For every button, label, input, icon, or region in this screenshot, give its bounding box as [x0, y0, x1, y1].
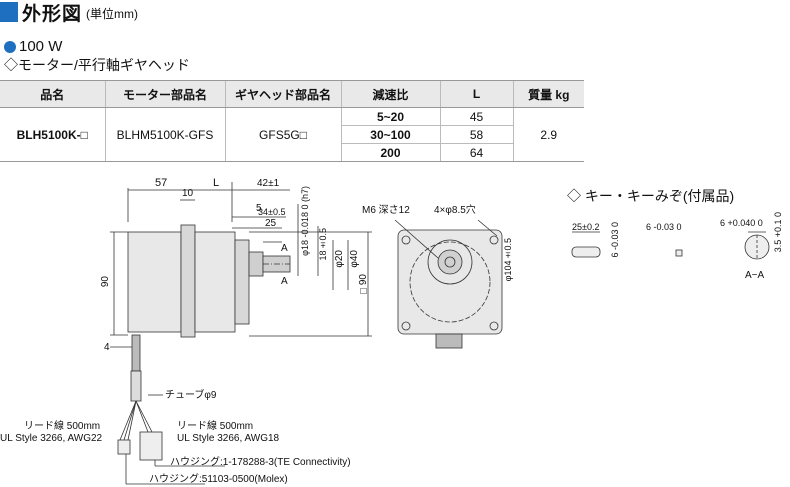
dim-label: 10 — [182, 188, 194, 199]
ratio-cell: 5~20 — [340, 107, 440, 126]
unit-note: (単位mm) — [86, 7, 139, 21]
type-subtitle: ◇モーター/平行軸ギヤヘッド — [4, 57, 190, 73]
dim-label: 18±0.5 — [318, 228, 328, 261]
power-heading: 100 W — [4, 38, 62, 55]
key-dim: 6 -0.03 0 — [646, 222, 682, 232]
l-cell: 64 — [439, 143, 513, 162]
dim-label: 57 — [155, 177, 168, 189]
section-mark: A — [281, 243, 288, 254]
power-label: 100 W — [19, 38, 63, 55]
table-header-row: 品名 モーター部品名 ギヤヘッド部品名 減速比 L 質量 kg — [0, 80, 584, 108]
dim-label: 34±0.5 — [258, 207, 286, 217]
dim-label: φ20 — [334, 250, 345, 268]
key-dim: 6 +0.040 0 — [720, 218, 763, 228]
dim-label: φ18 -0.018 0 (h7) — [300, 186, 310, 256]
tube-label: チューブφ9 — [165, 390, 217, 401]
spec-table: 品名 モーター部品名 ギヤヘッド部品名 減速比 L 質量 kg BLH5100K… — [0, 80, 584, 162]
l-cell: 45 — [439, 107, 513, 126]
table-header: 減速比 — [340, 80, 440, 108]
m6-label: M6 深さ12 — [362, 205, 410, 216]
dim-label: L — [213, 177, 220, 189]
phi104-label: φ104±0.5 — [503, 238, 513, 282]
housing-label-1: ハウジング:1-178288-3(TE Connectivity) — [170, 457, 351, 468]
dim-label: φ40 — [349, 250, 360, 268]
table-row: 200 64 — [0, 143, 584, 162]
housing-label-2: ハウジング:51103-0500(Molex) — [149, 474, 288, 485]
holes-label: 4×φ8.5穴 — [434, 205, 476, 216]
gearhead-part: GFS5G□ — [224, 107, 341, 162]
motor-part: BLHM5100K-GFS — [104, 107, 225, 162]
table-header: ギヤヘッド部品名 — [224, 80, 341, 108]
dim-label: 42±1 — [257, 178, 280, 189]
product-name: BLH5100K-□ — [0, 107, 105, 162]
dim-label: □90 — [358, 274, 369, 297]
dim-label: 25 — [265, 218, 277, 229]
table-row: BLH5100K-□ BLHM5100K-GFS GFS5G□ 5~20 45 … — [0, 107, 584, 162]
ratio-cell: 30~100 — [340, 125, 440, 144]
page-header: 外形図 (単位mm) — [0, 0, 139, 25]
table-header: モーター部品名 — [104, 80, 225, 108]
dim-label: 4 — [104, 342, 110, 353]
key-dim: 3.5 +0.1 0 — [773, 212, 783, 253]
table-header: 質量 kg — [512, 80, 584, 108]
key-dim: 6 -0.03 0 — [610, 222, 620, 258]
lead-left-spec: UL Style 3266, AWG22 — [0, 433, 103, 444]
lead-right-label: リード線 500mm — [177, 421, 254, 432]
lead-right-spec: UL Style 3266, AWG18 — [177, 433, 280, 444]
table-header: 品名 — [0, 80, 105, 108]
key-title: ◇ キー・キーみぞ(付属品) — [567, 188, 735, 204]
ratio-cell: 200 — [340, 143, 440, 162]
key-dim: 25±0.2 — [572, 222, 600, 232]
dim-label: 90 — [100, 276, 111, 288]
section-mark: A — [281, 276, 288, 287]
circle-bullet-icon — [4, 40, 16, 53]
page-title: 外形図 — [22, 3, 83, 25]
table-row: 30~100 58 — [0, 125, 584, 144]
lead-left-label: リード線 500mm — [24, 421, 101, 432]
section-aa-label: A−A — [745, 270, 765, 281]
mass-cell: 2.9 — [512, 107, 584, 162]
table-header: L — [439, 80, 513, 108]
header-square-icon — [0, 2, 18, 22]
dim-label: 5 — [256, 203, 262, 214]
l-cell: 58 — [439, 125, 513, 144]
